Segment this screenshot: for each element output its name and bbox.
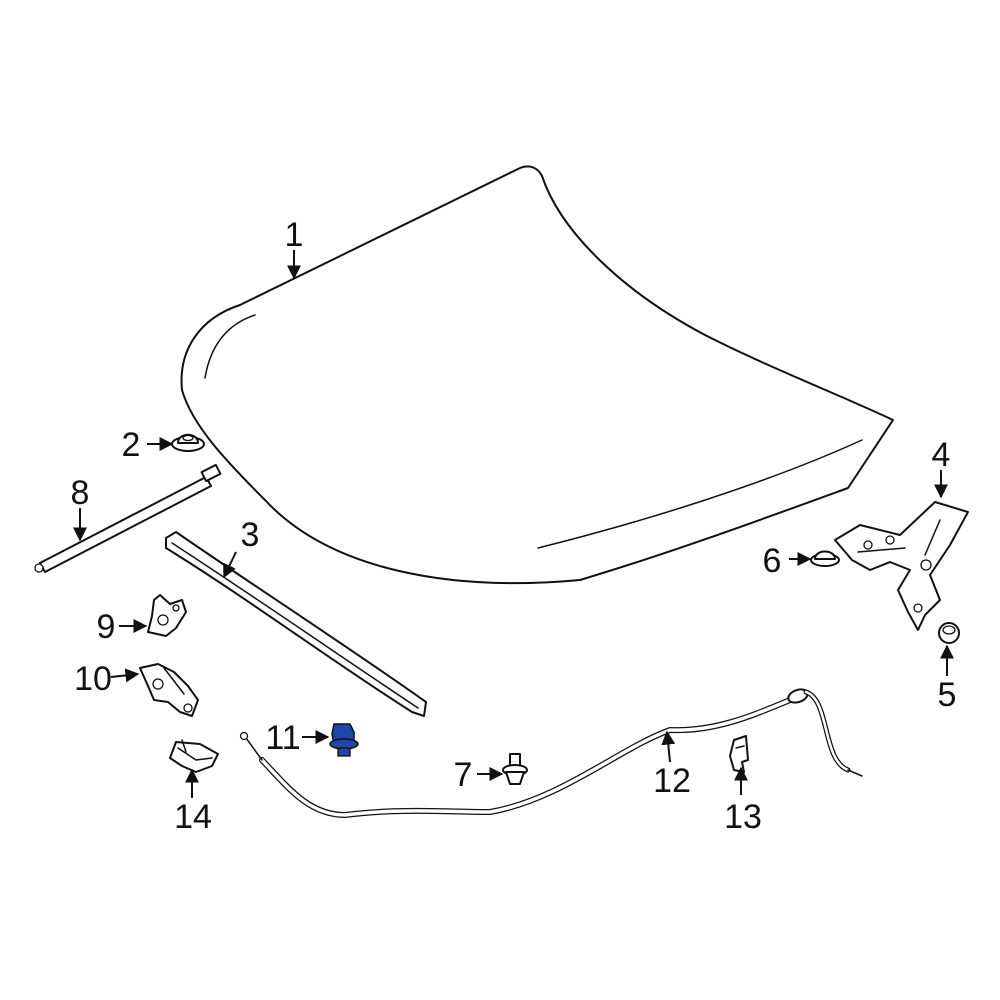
callout-9: 9: [97, 608, 116, 646]
cable-guide-pin: [502, 753, 528, 785]
hood-hinge: [834, 501, 969, 631]
callout-6: 6: [763, 542, 782, 580]
callout-4: 4: [932, 436, 951, 474]
bolt-highlighted: [329, 723, 359, 757]
leader-lines: [73, 250, 954, 798]
hood-release-cable: [239, 688, 863, 818]
callout-numbers: 1 2 3 4 5 6 7 8 9 10 11 12 13 14: [71, 216, 957, 836]
callout-8: 8: [71, 474, 90, 512]
hood-latch-bracket: [139, 663, 199, 717]
callout-1: 1: [285, 216, 304, 254]
callout-3: 3: [241, 516, 260, 554]
callout-14: 14: [174, 798, 212, 836]
cable-clip: [729, 735, 749, 773]
callout-7: 7: [454, 756, 473, 794]
hood-support-strut: [34, 463, 222, 573]
hinge-grommet: [810, 550, 840, 567]
lock-bracket-small: [147, 594, 187, 637]
callout-13: 13: [724, 798, 762, 836]
callout-11: 11: [265, 719, 300, 757]
callout-5: 5: [938, 676, 957, 714]
latch-clip: [169, 739, 219, 773]
hood-panel: [180, 165, 894, 585]
hinge-bolt: [938, 622, 960, 644]
hood-bumper: [171, 433, 205, 452]
callout-12: 12: [653, 762, 691, 800]
callout-2: 2: [122, 426, 141, 464]
callout-10: 10: [74, 660, 112, 698]
